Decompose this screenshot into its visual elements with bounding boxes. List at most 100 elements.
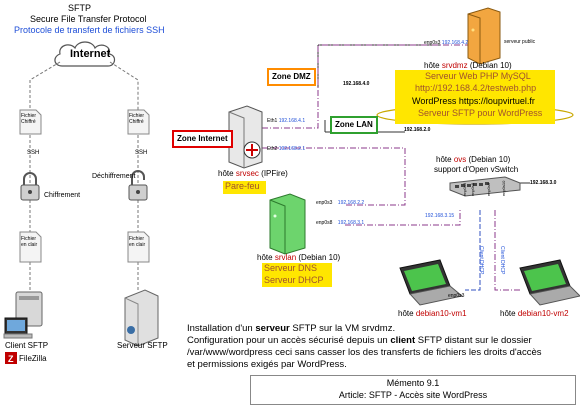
- ssh-label-left: SSH: [27, 150, 40, 156]
- description-line-2: Configuration pour un accès sécurisé dep…: [187, 335, 532, 346]
- description-line-1: Installation d'un serveur SFTP sur la VM…: [187, 323, 395, 334]
- vm1-host-label: hôte debian10-vm1: [398, 309, 467, 318]
- ovs-os: (Debian 10): [468, 155, 511, 164]
- srvlan-if1: enp0s3: [316, 200, 333, 206]
- srvlan-services-box: [262, 263, 332, 287]
- srvlan-iface-1: enp0s3 192.168.2.2: [316, 200, 364, 206]
- zone-lan-box: Zone LAN: [330, 116, 378, 134]
- srvdmz-ip: 192.168.4.2: [441, 40, 469, 46]
- net-ovs-label: 192.168.3.0: [530, 180, 557, 186]
- srvsec-host-word: hôte: [218, 169, 234, 178]
- zone-dmz-box: Zone DMZ: [267, 68, 316, 86]
- net-lan-label: 192.168.2.0: [404, 127, 431, 133]
- srvlan-if2: enp0s8: [316, 220, 333, 226]
- debian10-vm1-laptop-icon: [399, 259, 464, 306]
- srvlan-server-icon: [269, 193, 306, 255]
- client-sftp-label: Client SFTP: [5, 341, 49, 350]
- srvlan-ip1: 192.168.2.2: [337, 200, 365, 206]
- pare-feu-box: [223, 181, 266, 194]
- filezilla-label: FileZilla: [19, 354, 47, 363]
- ovs-name: ovs: [453, 155, 467, 164]
- srvdmz-server-icon: [467, 7, 501, 65]
- srvsec-eth1-name: Eth1: [267, 118, 278, 124]
- srvlan-host-label: hôte srvlan (Debian 10): [257, 253, 340, 262]
- description-line-1-pre: Installation d'un: [187, 323, 256, 334]
- ovs-port-4: enp0s10: [501, 180, 506, 196]
- server-sftp-label: Serveur SFTP: [117, 341, 168, 350]
- filezilla-logo-icon: Z: [5, 352, 17, 364]
- srvsec-eth2-name: Eth2: [267, 146, 278, 152]
- ovs-port-3: enp0s9: [486, 182, 491, 196]
- srvdmz-iface-name: enp0s3: [424, 40, 441, 46]
- file-ciphered-icon: [127, 109, 150, 135]
- internet-label: Internet: [70, 48, 111, 60]
- vm1-name: debian10-vm1: [415, 309, 467, 318]
- client-dhcp-label-1: Client DHCP: [478, 246, 484, 275]
- sftp-subtitle-text: Secure File Transfer Protocol: [30, 14, 147, 24]
- memento-box: Mémento 9.1 Article: SFTP - Accès site W…: [250, 375, 576, 405]
- padlock-closed-icon: [20, 172, 40, 201]
- srvlan-iface-2: enp0s8 192.168.3.1: [316, 220, 364, 226]
- srvsec-os: (IPFire): [261, 169, 288, 178]
- dechiffrement-label: Déchiffrement: [92, 173, 136, 180]
- svg-text:Z: Z: [8, 354, 14, 364]
- ovs-switch-icon: [449, 176, 521, 197]
- ovs-host-word: hôte: [436, 155, 452, 164]
- file-ciphered-label-right: Fichier Chiffré: [129, 113, 145, 125]
- description-line-2-post: SFTP distant sur le dossier: [415, 335, 532, 346]
- internet-cloud-icon: [54, 41, 116, 67]
- padlock-open-icon: [128, 170, 148, 201]
- sftp-diagram: Z: [3, 41, 159, 364]
- description-line-1-post: SFTP sur la VM srvdmz.: [289, 323, 396, 334]
- file-clear-icon: [127, 231, 150, 263]
- debian10-vm2-laptop-icon: [519, 259, 580, 306]
- srvdmz-os: (Debian 10): [469, 61, 512, 70]
- file-clear-label-right: Fichier en clair: [129, 236, 146, 248]
- sftp-subtitle: Secure File Transfer Protocol: [30, 14, 147, 24]
- client-dhcp-label-2: Client DHCP: [499, 246, 505, 275]
- srvdmz-iface: enp0s3 192.168.4.2: [424, 40, 468, 46]
- srvdmz-host-label: hôte srvdmz (Debian 10): [424, 61, 512, 70]
- srvlan-service-1: Serveur DNS: [264, 263, 318, 273]
- srvsec-host-label: hôte srvsec (IPFire): [218, 169, 288, 178]
- srvdmz-host-word: hôte: [424, 61, 440, 70]
- description-line-2-bold: client: [390, 335, 416, 346]
- srvlan-host-word: hôte: [257, 253, 273, 262]
- srvlan-ip2: 192.168.3.1: [337, 220, 365, 226]
- srvdmz-service-3: WordPress https://loupvirtuel.fr: [412, 96, 535, 106]
- srvsec-name: srvsec: [235, 169, 259, 178]
- memento-article: Article: SFTP - Accès site WordPress: [338, 390, 488, 400]
- ovs-port-1: enp0s3: [462, 182, 467, 196]
- memento-title: Mémento 9.1: [386, 378, 440, 388]
- srvlan-os: (Debian 10): [298, 253, 341, 262]
- srvsec-eth2-ip: 192.168.2.1: [278, 146, 306, 152]
- net-dmz-label: 192.168.4.0: [343, 81, 370, 87]
- srvdmz-service-1: Serveur Web PHP MySQL: [425, 71, 531, 81]
- description-line-1-bold: serveur: [255, 323, 290, 334]
- server-tower-icon: [124, 289, 159, 347]
- ovs-support-label: support d'Open vSwitch: [434, 165, 519, 174]
- file-ciphered-icon: [19, 109, 42, 135]
- srvdmz-service-4: Serveur SFTP pour WordPress: [418, 108, 543, 118]
- srvsec-eth1: Eth1 192.168.4.1: [267, 118, 305, 124]
- srvlan-service-2: Serveur DHCP: [264, 275, 324, 285]
- ovs-ip-label: 192.168.3.15: [425, 213, 455, 219]
- ovs-port-2: enp0s8: [470, 182, 475, 196]
- client-computer-icon: [3, 291, 43, 339]
- sftp-title: SFTP: [68, 3, 92, 13]
- ovs-host-label: hôte ovs (Debian 10): [436, 155, 510, 164]
- vm2-host-label: hôte debian10-vm2: [500, 309, 569, 318]
- vm2-name: debian10-vm2: [517, 309, 569, 318]
- srvdmz-service-2: http://192.168.4.2/testweb.php: [415, 83, 537, 93]
- zone-internet-box: Zone Internet: [172, 130, 233, 148]
- srvdmz-services-box: [395, 70, 555, 124]
- vm1-host-word: hôte: [398, 309, 414, 318]
- description-line-2-pre: Configuration pour un accès sécurisé dep…: [187, 335, 391, 346]
- sftp-subtitle-fr: Protocole de transfert de fichiers SSH: [14, 25, 165, 35]
- description-line-4: et permissions exigés par WordPress.: [187, 359, 347, 370]
- ssh-label-right: SSH: [135, 150, 148, 156]
- pare-feu-label: Pare-feu: [225, 181, 260, 191]
- srvdmz-name: srvdmz: [441, 61, 468, 70]
- srvlan-name: srvlan: [274, 253, 297, 262]
